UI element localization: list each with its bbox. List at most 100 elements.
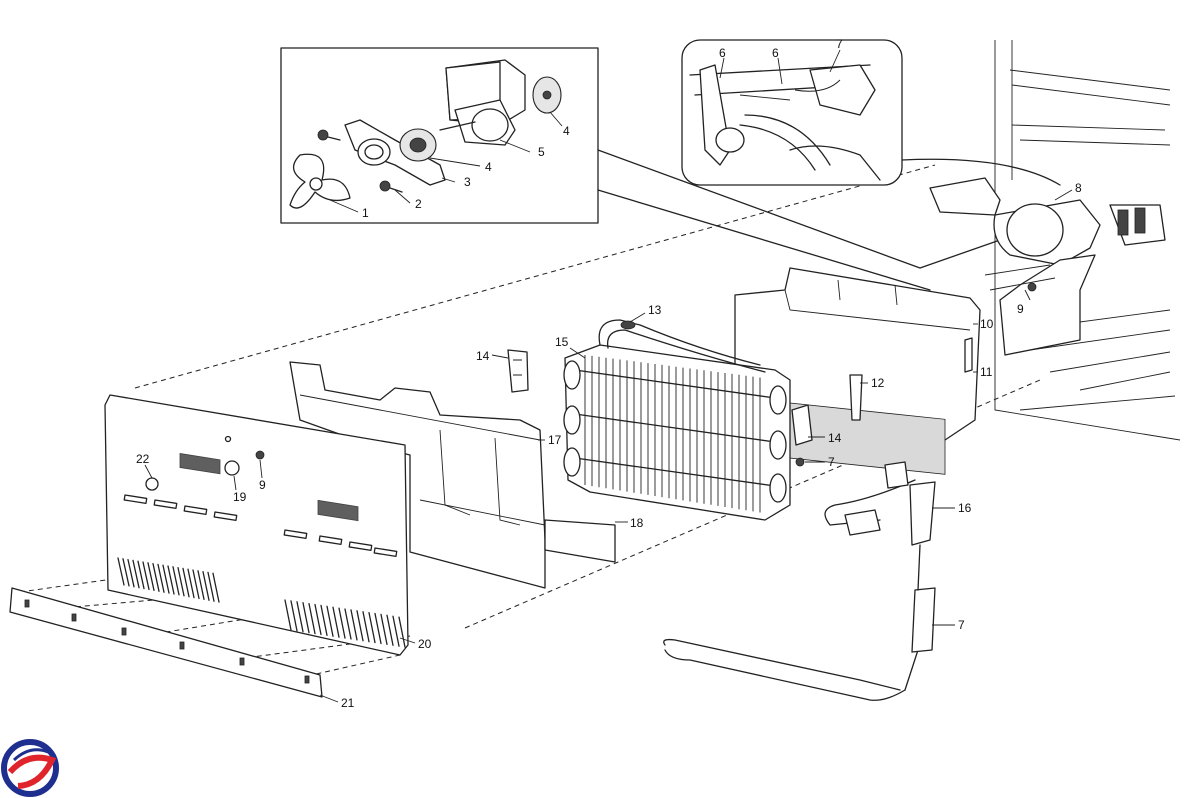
callout-4: 4	[485, 160, 492, 174]
callout-6-left: 6	[719, 46, 726, 60]
callout-15: 15	[555, 335, 569, 349]
panel-slot	[348, 541, 373, 552]
vent-slat	[207, 571, 215, 602]
vent-slat	[326, 605, 334, 637]
panel-slot	[318, 535, 343, 546]
vent-slat	[380, 613, 388, 646]
panel-slot	[283, 529, 308, 540]
callout-11: 11	[980, 365, 993, 379]
vent-slat	[338, 607, 346, 639]
vent-slat	[162, 564, 170, 594]
vent-slat	[177, 566, 185, 597]
callout-9-panel: 9	[259, 478, 266, 492]
front-panel	[104, 394, 409, 656]
rear-panel-assembly	[734, 267, 981, 475]
vent-slat	[152, 562, 160, 592]
bottom-trim-strip	[9, 587, 323, 698]
vent-slat	[314, 603, 322, 636]
fan-motor	[439, 59, 526, 146]
vent-slat	[350, 609, 358, 641]
vent-slat	[137, 560, 145, 590]
callout-20: 20	[418, 637, 432, 651]
vent-slat	[386, 614, 394, 646]
callout-22: 22	[136, 452, 150, 466]
panel-slot	[373, 547, 398, 558]
vent-slat	[284, 599, 292, 631]
vent-slat	[392, 615, 400, 647]
trim-slot	[304, 675, 310, 684]
coil-tube	[574, 369, 776, 399]
vent-slat	[202, 570, 210, 601]
screw-7	[795, 457, 805, 467]
gear-wheel	[399, 128, 437, 162]
vent-slat	[212, 572, 220, 603]
vent-slat	[362, 611, 370, 643]
callout-7-coil: 7	[828, 455, 835, 469]
vent-slat	[147, 562, 155, 592]
vent-slat	[398, 616, 406, 648]
brand-logo	[1, 739, 59, 797]
panel-slot	[183, 505, 208, 516]
vent-slat	[192, 569, 200, 600]
gear-wheel-upper	[532, 76, 562, 114]
callout-7-inset: 7	[836, 37, 843, 51]
mounting-clip-right	[791, 404, 813, 446]
callout-12: 12	[871, 376, 885, 390]
thermostat-inset	[681, 39, 1061, 186]
callout-19: 19	[233, 490, 247, 504]
vent-slat	[356, 610, 364, 642]
trim-slot	[24, 599, 30, 608]
callout-labels: 1 2 3 4 4 5 6 6 7 8 9 10 11 12 13 14 15 …	[136, 37, 1082, 710]
panel-slot	[213, 511, 238, 522]
vent-slat	[320, 604, 328, 637]
vent-slat	[296, 601, 304, 633]
fan-motor-inset	[280, 47, 1001, 291]
vent-slat	[308, 602, 316, 635]
fan-blade	[289, 153, 351, 209]
trim-slot	[71, 613, 77, 622]
mounting-clip	[507, 349, 529, 393]
vent-slat	[187, 568, 195, 599]
callout-5: 5	[538, 145, 545, 159]
trim-slot	[121, 627, 127, 636]
panel-slot	[123, 494, 148, 505]
defrost-heater	[663, 461, 936, 701]
callout-14-right: 14	[828, 431, 842, 445]
evaporator-coil	[563, 319, 791, 521]
callout-2: 2	[415, 197, 422, 211]
vent-slat	[132, 559, 140, 589]
trim-slot	[239, 657, 245, 666]
vent-slat	[182, 567, 190, 598]
trim-slot	[179, 641, 185, 650]
vent-slat	[344, 608, 352, 640]
vent-slat	[302, 602, 310, 634]
vent-slat	[167, 565, 175, 595]
vent-slat	[290, 600, 298, 632]
callout-3: 3	[464, 175, 471, 189]
vent-slat	[197, 570, 205, 601]
leader-lines	[144, 49, 1073, 703]
callout-8: 8	[1075, 181, 1082, 195]
screw-2	[379, 180, 403, 193]
screw-upper	[317, 129, 341, 141]
coil-tube	[574, 413, 776, 443]
callout-14-left: 14	[476, 349, 490, 363]
vent-slat	[374, 612, 382, 645]
vent-slat	[172, 566, 180, 596]
vent-slat	[332, 606, 340, 638]
evaporator-fan-housing	[929, 177, 1166, 356]
vent-slat	[368, 611, 376, 644]
vent-slat	[122, 558, 130, 587]
callout-7-heater: 7	[958, 618, 965, 632]
callout-4-upper: 4	[563, 124, 570, 138]
callout-1: 1	[362, 206, 369, 220]
vent-slat	[127, 558, 135, 588]
callout-9-right: 9	[1017, 302, 1024, 316]
vent-slat	[117, 557, 125, 586]
callout-10: 10	[980, 317, 994, 331]
vent-slat	[157, 563, 165, 593]
callout-16: 16	[958, 501, 972, 515]
callout-13: 13	[648, 303, 662, 317]
callout-21: 21	[341, 696, 355, 710]
